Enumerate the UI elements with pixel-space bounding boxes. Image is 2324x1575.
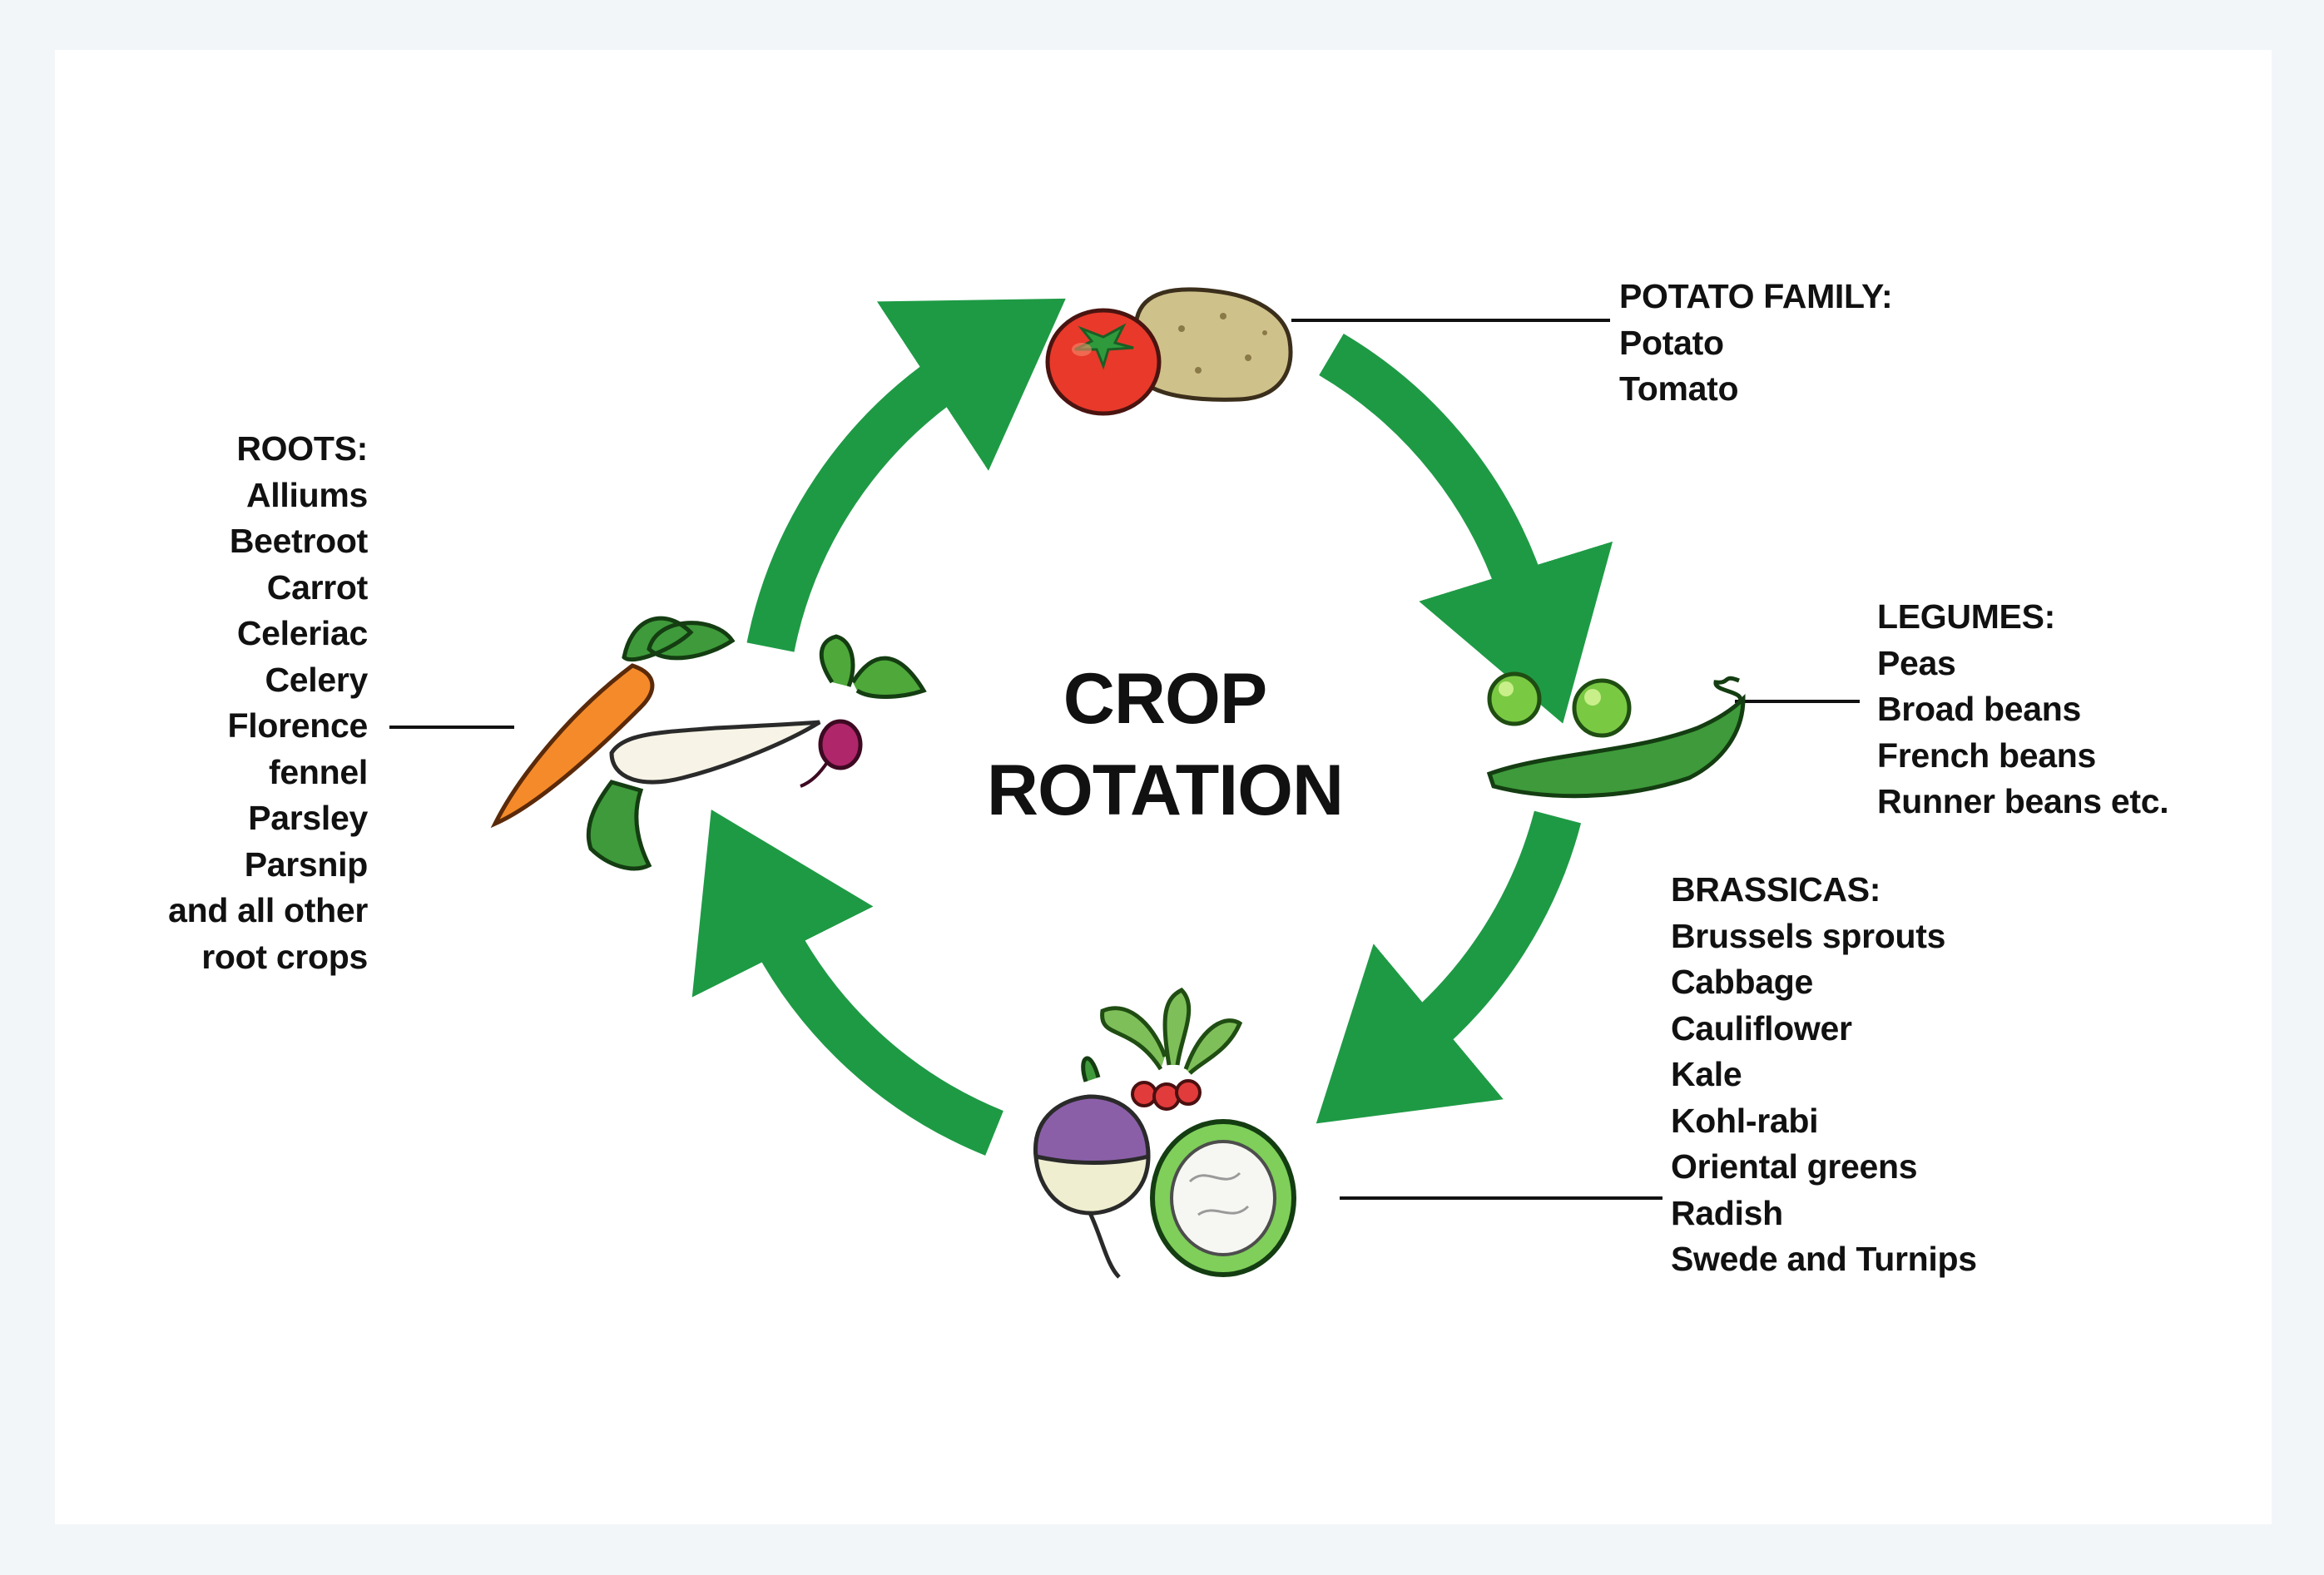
radish-icon [1100, 987, 1243, 1111]
roots-illustration [490, 616, 927, 871]
connector-lines [389, 319, 1860, 1200]
group-item: Parsley [248, 799, 368, 837]
group-item: Peas [1877, 643, 1956, 682]
group-item: Parsnip [244, 844, 369, 884]
potato-family-label: POTATO FAMILY: Potato Tomato [1619, 274, 1893, 413]
group-item: Broad beans [1877, 690, 2082, 728]
potato-family-illustration [1045, 287, 1293, 416]
group-item: Potato [1619, 323, 1724, 362]
peas-icon [1487, 671, 1632, 738]
carrot-icon [490, 616, 736, 829]
cycle-arrow-icon [1316, 810, 1582, 1124]
legumes-label: LEGUMES: Peas Broad beans French beans R… [1877, 594, 2169, 825]
title-line-1: CROP [1063, 659, 1267, 739]
cauliflower-icon [1150, 1119, 1296, 1277]
cycle-arrow-icon [746, 298, 1066, 652]
cycle-arrow-icon [1319, 334, 1613, 724]
diagram-title: CROP ROTATION [915, 653, 1415, 836]
tomato-icon [1045, 308, 1162, 416]
beetroot-icon [800, 634, 927, 788]
roots-label: ROOTS: Alliums Beetroot Carrot Celeriac … [116, 426, 368, 980]
group-item: Brussels sprouts [1671, 916, 1946, 955]
potato-icon [1133, 287, 1293, 402]
group-item: Oriental greens [1671, 1147, 1918, 1186]
brassicas-label: BRASSICAS: Brussels sprouts Cabbage Caul… [1671, 867, 1977, 1283]
group-item: Runner beans etc. [1877, 782, 2169, 820]
group-heading: LEGUMES: [1877, 597, 2055, 636]
turnip-icon [1033, 1056, 1151, 1279]
group-item: root crops [201, 937, 368, 976]
group-item: Kohl-rabi [1671, 1101, 1819, 1140]
title-line-2: ROTATION [986, 750, 1344, 830]
brassicas-illustration [1033, 987, 1296, 1279]
group-item: Carrot [266, 567, 369, 607]
group-item: Florence [227, 706, 369, 745]
pea-pod-icon [1486, 676, 1746, 799]
group-item: Cauliflower [1671, 1008, 1852, 1048]
legumes-illustration [1486, 671, 1746, 799]
group-heading: POTATO FAMILY: [1619, 277, 1893, 315]
group-item: Cabbage [1671, 963, 1814, 1001]
group-item: Swede and Turnips [1671, 1240, 1977, 1278]
group-item: French beans [1877, 735, 2096, 775]
group-item: Tomato [1619, 369, 1739, 408]
group-heading: BRASSICAS: [1671, 870, 1881, 909]
group-item: fennel [269, 752, 368, 791]
cycle-arrow-icon [691, 810, 1004, 1156]
parsnip-icon [586, 720, 821, 871]
group-item: Kale [1671, 1055, 1742, 1093]
group-item: Alliums [246, 475, 368, 514]
group-item: Celery [265, 660, 368, 699]
group-item: Radish [1671, 1193, 1783, 1232]
cycle-arrows [691, 298, 1613, 1156]
group-item: Beetroot [229, 522, 368, 560]
group-heading: ROOTS: [236, 429, 368, 468]
group-item: Celeriac [236, 614, 368, 652]
group-item: and all other [168, 891, 368, 929]
